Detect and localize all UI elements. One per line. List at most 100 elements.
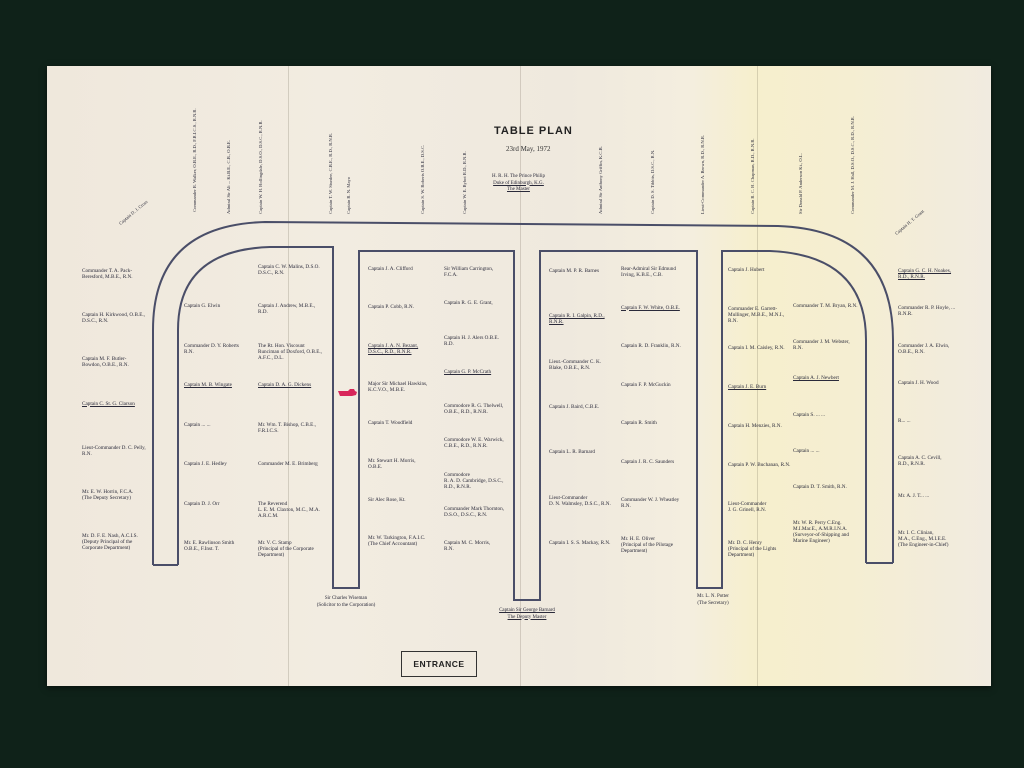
top-table-guest: Admiral Sir Anthony Griffin, K.C.B. — [598, 146, 603, 214]
guest-table1-right: Mr. Wm. T. Bishop, C.B.E.,F.R.I.C.S. — [258, 421, 316, 434]
guest-table4-left: Commander E. Garrett-Mullinger, M.B.E., … — [728, 306, 785, 324]
top-table-guest: Captain W. H. Hollingdale, D.S.O., D.S.C… — [258, 120, 263, 214]
guest-table1-left: Captain G. Elwin — [184, 303, 221, 309]
page-title: TABLE PLAN — [494, 125, 573, 137]
top-table-guest: Commander R. Walker, O.B.E., R.D., F.R.I… — [192, 108, 197, 212]
guest-table4-right: Mr. W. R. Perry C.Eng.M.I.Mar.E., A.M.R.… — [793, 520, 849, 544]
top-table-guest: Captain W. E. Rybot R.D., R.N.R. — [462, 151, 467, 214]
guest-table4-left: Captain H. Menzies, R.N. — [728, 423, 782, 429]
guest-table4-right: Captain ... ... — [793, 447, 820, 454]
guest-table1-left: Captain D. J. Orr — [184, 500, 220, 507]
guest-table2-right: Captain G. P. McCrath — [444, 368, 492, 375]
top-table-guest: Captain R. N. Mayo — [346, 176, 351, 214]
guest-right-outer: Commander R. P. Hoyle, ...R.N.R. — [898, 305, 956, 318]
guest-table2-left: Mr. Stewart H. Morris,O.B.E. — [368, 458, 416, 471]
guest-table3-left: Lieut.-Commander C. K.Blake, O.B.E., R.N… — [549, 358, 602, 371]
guest-table2-left: Captain T. Woodfield — [368, 419, 413, 426]
guest-right-outer: Mr. I. C. Clinian,M.A., C.Eng., M.I.E.E.… — [898, 530, 949, 548]
top-table-guest: Captain T. W. Sturdee, C.B.E., R.D., R.N… — [328, 132, 333, 214]
guest-table1-right: Captain C. W. Malins, D.S.O.D.S.C., R.N. — [258, 264, 320, 276]
guest-right-outer: Mr. A. J. T... ... — [898, 492, 930, 499]
guest-table4-right: Commander T. M. Bryan, R.N. — [793, 303, 858, 309]
guest-table1-left: Captain J. E. Hedley — [184, 461, 227, 467]
table-plan-sheet — [47, 66, 991, 686]
guest-table3-left: Captain J. Baird, C.B.E. — [549, 404, 600, 410]
guest-table1-left: Captain ... ... — [184, 421, 211, 428]
guest-table4-left: Captain P. W. Buchanan, R.N. — [728, 462, 791, 468]
guest-table2-right: Captain R. G. E. Grant, — [444, 300, 493, 307]
guest-table4-right: Captain A. J. Newbert — [793, 375, 839, 382]
top-table-guest: Lieut-Commander A. Brown, R.D., R.N.R. — [700, 134, 705, 214]
top-table-guest: Sir Donald P. Anderson Kt., O.L. — [798, 153, 803, 214]
guest-table3-right: Captain J. R. C. Saunders — [621, 458, 675, 465]
fold-line — [757, 66, 758, 686]
guest-right-outer: R... ... — [898, 417, 911, 424]
entrance-label: ENTRANCE — [401, 651, 477, 677]
guest-table3-right: Captain F. W. White, O.B.E. — [621, 304, 680, 311]
guest-table3-right: Captain F. P. McGuckin — [621, 381, 671, 388]
guest-left-outer: Captain C. St. G. Clarson — [82, 400, 135, 407]
fold-line — [288, 66, 289, 686]
guest-left-outer: Mr. E. W. Horrin, F.C.A.(The Deputy Secr… — [82, 488, 134, 501]
guest-table2-right: Commodore W. E. Warwick,C.B.E., R.D., R.… — [444, 437, 504, 450]
guest-table4-right: Captain S. ... ... — [793, 411, 825, 418]
guest-table2-right: Captain M. C. Morris,R.N. — [444, 540, 491, 552]
pointing-hand-icon — [338, 385, 358, 396]
guest-table3-left: Captain R. I. Galpin, R.D.,R.N.R. — [549, 313, 605, 326]
guest-table2-left: Mr. W. Tarkington, F.A.I.C.(The Chief Ac… — [368, 535, 426, 547]
guest-table2-left: Major Sir Michael Hawkins,K.C.V.O., M.B.… — [368, 381, 428, 394]
guest-table4-left: Captain J. E. Burn — [728, 384, 767, 390]
guest-left-outer: Captain M. F. Butler-Bowdon, O.B.E., R.N… — [82, 356, 129, 369]
guest-table1-left: Captain M. B. Wingate — [184, 382, 232, 388]
end-of-table-guest: Mr. L. N. Potter(The Secretary) — [697, 594, 729, 606]
top-table-guest: Commander M. J. Hall, D.S.O., D.S.C., R.… — [850, 115, 855, 214]
end-of-table-guest: Sir Charles Wiseman(Solicitor to the Cor… — [316, 596, 376, 608]
guest-table3-left: Captain I. S. S. Mackay, R.N. — [549, 540, 611, 546]
guest-table1-right: Commander M. E. Brimberg — [258, 461, 318, 468]
guest-table2-left: Captain J. A. Clifford — [368, 266, 413, 272]
guest-table2-right: Sir William Carrington,F.C.A. — [444, 266, 494, 278]
guest-table3-left: Captain L. R. Barnard — [549, 449, 595, 456]
guest-table2-left: Captain J. A. N. Bezant,D.S.C., R.D., R.… — [368, 342, 419, 355]
guest-table3-right: Captain R. Smith — [621, 420, 657, 427]
guest-right-outer: Captain J. H. Wood — [898, 380, 939, 387]
guest-table1-right: Captain J. Andrew, M.B.E.,R.D. — [258, 303, 316, 316]
guest-left-outer: Mr. D. F. E. Nash, A.C.I.S.(Deputy Princ… — [82, 533, 138, 551]
guest-table2-right: Commodore R. G. Thelwell,O.B.E., R.D., R… — [444, 403, 504, 415]
top-table-guest: Captain R. C. H. Chapman, R.D., R.N.R. — [750, 138, 755, 214]
top-table-guest: Captain D. S. Tibbits, D.S.C., R.N. — [650, 149, 655, 214]
guest-table1-right: Mr. V. C. Stamp(Principal of the Corpora… — [258, 540, 314, 558]
event-date: 23rd May, 1972 — [506, 145, 551, 153]
guest-right-outer: Captain G. C. H. Noakes,R.D., R.N.R. — [898, 268, 952, 280]
top-table-guest: Admiral Sir Ali ... Kt.B.E., C.B., O.B.E… — [226, 140, 231, 214]
guest-table3-left: Captain M. P. R. Barnes — [549, 268, 599, 274]
guest-table3-right: Captain R. D. Franklin, R.N. — [621, 343, 681, 350]
guest-table4-left: Captain J. Hubert — [728, 267, 765, 273]
guest-left-outer: Commander T. A. Pack-Beresford, M.B.E., … — [82, 268, 133, 280]
guest-table1-right: Captain D. A. G. Dickens — [258, 382, 312, 389]
guest-table2-left: Captain P. Cobb, R.N. — [368, 304, 414, 311]
guest-table2-right: Commander Mark Thornton,D.S.O., D.S.C., … — [444, 505, 504, 518]
guest-table2-right: Captain H. J. Alers O.B.E.R.D. — [444, 334, 499, 347]
guest-right-outer: Captain A. C. Cevill,R.D., R.N.R. — [898, 455, 942, 468]
guest-left-outer: Captain H. Kirkwood, O.B.E.,D.S.C., R.N. — [82, 312, 145, 325]
guest-table2-left: Sir Alec Rose, Kt. — [368, 496, 406, 503]
fold-line — [520, 66, 521, 686]
head-table-guest: H. R. H. The Prince Philip Duke of Edinb… — [492, 174, 545, 192]
guest-table4-right: Captain D. T. Smith, R.N. — [793, 483, 847, 490]
guest-table4-right: Commander J. M. Webster,R.N. — [793, 339, 850, 352]
guest-left-outer: Lieut-Commander D. C. Pelly,R.N. — [82, 444, 146, 457]
guest-table3-right: Mr. H. E. Oliver(Principal of the Pilota… — [621, 536, 674, 554]
